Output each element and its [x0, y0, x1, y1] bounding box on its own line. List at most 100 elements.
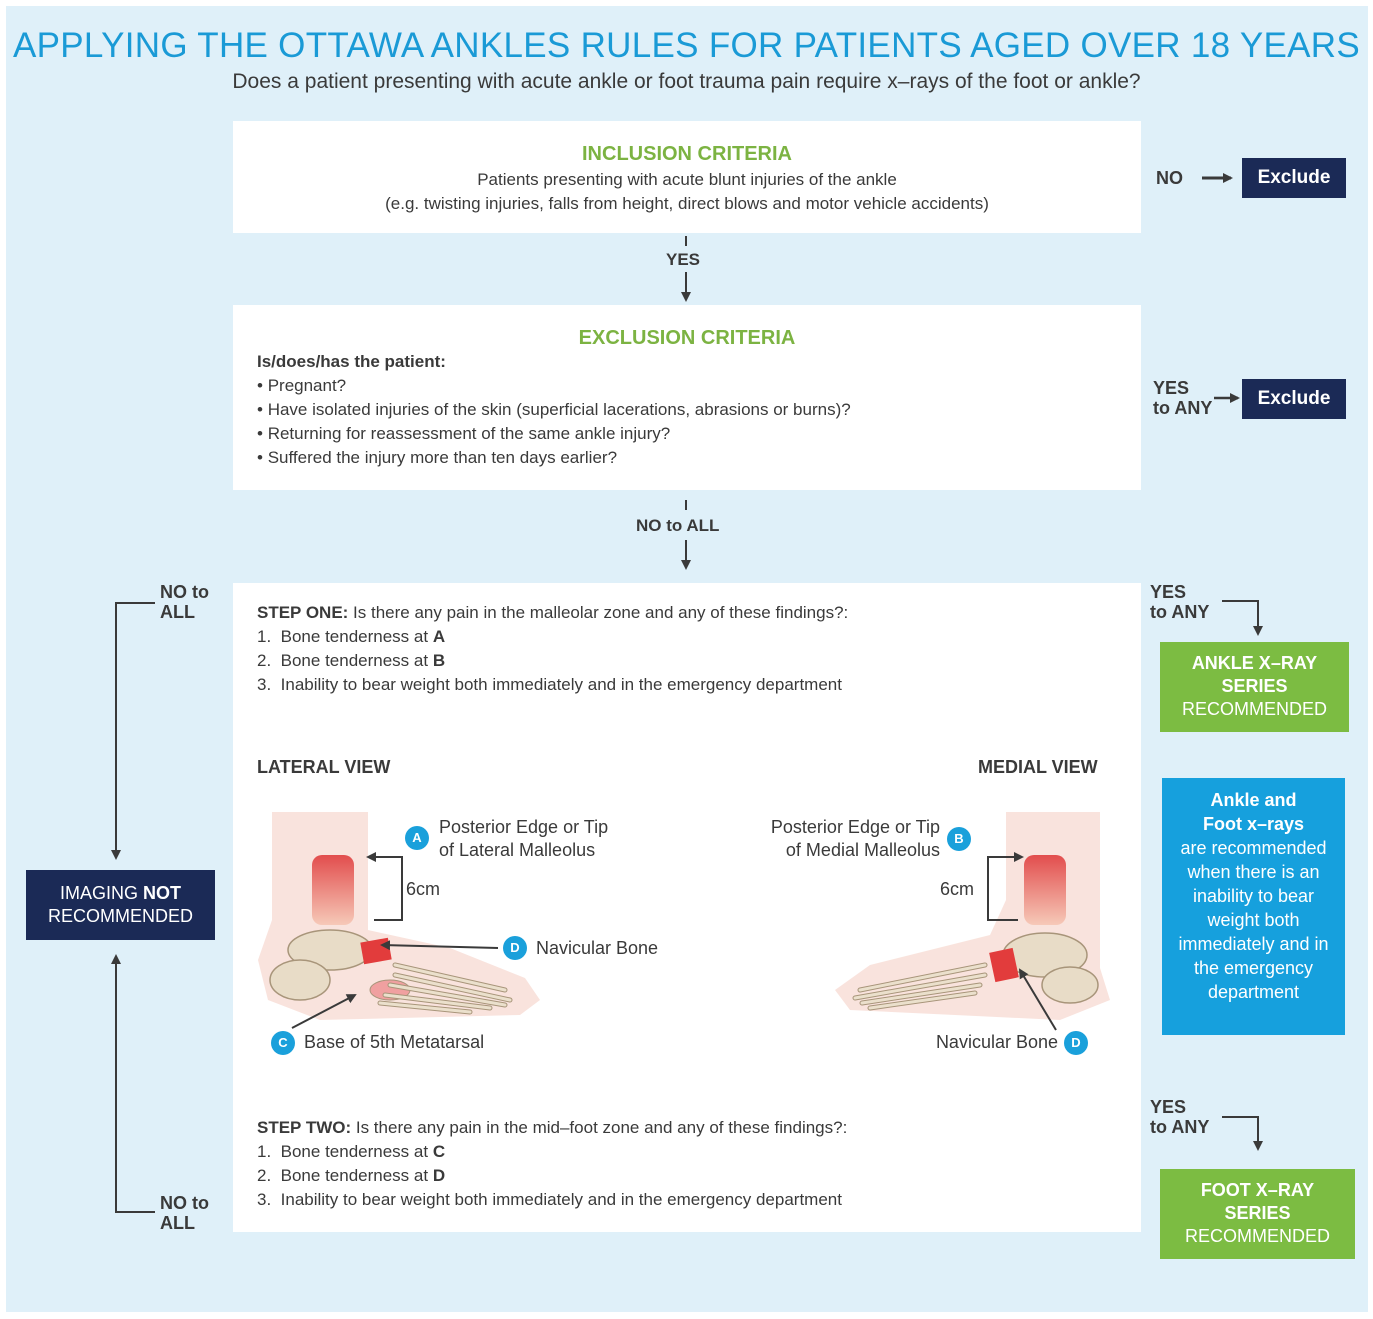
step-one-item: 3. Inability to bear weight both immedia… [257, 673, 1117, 697]
exclusion-yes-line1: YES [1153, 378, 1190, 398]
step-one-item: 2. Bone tenderness at B [257, 649, 1117, 673]
marker-c: C [271, 1031, 295, 1055]
left-no-to-all-top: NO to ALL [160, 582, 209, 622]
lateral-a-line1: Posterior Edge or Tip [439, 817, 609, 837]
left-bottom-line1: NO to [160, 1193, 209, 1213]
step-bold: D [432, 1166, 446, 1185]
exclusion-item: Returning for reassessment of the same a… [257, 422, 1141, 446]
marker-d-medial: D [1064, 1031, 1088, 1055]
marker-b: B [947, 827, 971, 851]
exclusion-item: Pregnant? [257, 374, 1141, 398]
step-bold: B [432, 651, 446, 670]
foot-line3: RECOMMENDED [1184, 1226, 1330, 1246]
lateral-navicular-caption: Navicular Bone [536, 938, 659, 958]
lateral-base5-pointer [291, 994, 357, 1029]
step-one-item: 1. Bone tenderness at A [257, 625, 1117, 649]
arrow-left-top [111, 602, 155, 860]
step-number: 2. [257, 651, 272, 670]
arrow-right-step-two [1222, 1116, 1263, 1151]
right-yes1-line1: YES [1150, 582, 1187, 602]
ankle-line1: ANKLE X–RAY [1191, 653, 1318, 673]
blue-bold2: Foot x–rays [1202, 814, 1305, 834]
blue-bold1: Ankle and [1210, 790, 1297, 810]
exclusion-box: EXCLUSION CRITERIA Is/does/has the patie… [233, 305, 1141, 490]
medial-view-label: MEDIAL VIEW [978, 757, 1098, 777]
right-yes1-line2: to ANY [1150, 602, 1210, 622]
blue-rest: are recommended when there is an inabili… [1178, 838, 1329, 1002]
exclusion-list: Pregnant? Have isolated injuries of the … [257, 374, 1141, 470]
medial-6cm: 6cm [940, 879, 975, 899]
step-two-item: 1. Bone tenderness at C [257, 1140, 1117, 1164]
page-subtitle: Does a patient presenting with acute ank… [232, 70, 1141, 93]
exclusion-prompt: Is/does/has the patient: [257, 352, 446, 371]
imaging-line1: IMAGING NOT [26, 870, 215, 905]
exclusion-item: Suffered the injury more than ten days e… [257, 446, 1141, 470]
right-yes2-line1: YES [1150, 1097, 1187, 1117]
imaging-not-recommended-box: IMAGING NOT RECOMMENDED [26, 870, 215, 940]
step-one-question-line: STEP ONE: Is there any pain in the malle… [257, 601, 1117, 625]
exclusion-yes-line2: to ANY [1153, 398, 1213, 418]
inclusion-no-label: NO [1156, 168, 1183, 188]
lateral-6cm: 6cm [406, 879, 441, 899]
lateral-a-caption: Posterior Edge or Tip of Lateral Malleol… [439, 816, 608, 862]
step-number: 2. [257, 1166, 272, 1185]
imaging-not: NOT [143, 883, 181, 903]
step-bold: C [432, 1142, 446, 1161]
steps-box [233, 583, 1141, 1232]
exclusion-yes-label: YES to ANY [1153, 378, 1212, 418]
step-text: Inability to bear weight both immediatel… [280, 1190, 842, 1209]
right-yes-step-one: YES to ANY [1150, 582, 1209, 622]
step-text: Bone tenderness at [280, 627, 433, 646]
exclusion-heading: EXCLUSION CRITERIA [578, 327, 796, 349]
inclusion-exclude-label: Exclude [1257, 167, 1331, 188]
lateral-6cm-bracket [366, 852, 403, 921]
step-number: 1. [257, 627, 272, 646]
inclusion-exclude-box: Exclude [1242, 158, 1346, 198]
page-title: APPLYING THE OTTAWA ANKLES RULES FOR PAT… [13, 26, 1360, 65]
medial-navicular-pointer [1018, 968, 1057, 1031]
step-one-label: STEP ONE: [257, 603, 349, 622]
step-number: 3. [257, 1190, 272, 1209]
medial-b-line2: of Medial Malleolus [785, 840, 940, 860]
foot-line1: FOOT X–RAY [1200, 1180, 1315, 1200]
step-two: STEP TWO: Is there any pain in the mid–f… [257, 1116, 1117, 1212]
right-yes2-line2: to ANY [1150, 1117, 1210, 1137]
inclusion-box: INCLUSION CRITERIA Patients presenting w… [233, 121, 1141, 233]
exclusion-item: Have isolated injuries of the skin (supe… [257, 398, 1141, 422]
arrow-left-bottom [111, 954, 155, 1213]
left-top-line2: ALL [160, 602, 195, 622]
step-one: STEP ONE: Is there any pain in the malle… [257, 601, 1117, 697]
step-two-item: 2. Bone tenderness at D [257, 1164, 1117, 1188]
step-two-question-line: STEP TWO: Is there any pain in the mid–f… [257, 1116, 1117, 1140]
step-two-label: STEP TWO: [257, 1118, 352, 1137]
imaging-line2: RECOMMENDED [47, 906, 193, 926]
lateral-a-line2: of Lateral Malleolus [439, 840, 596, 860]
step-number: 3. [257, 675, 272, 694]
inclusion-line1: Patients presenting with acute blunt inj… [477, 170, 897, 189]
medial-navicular-caption: Navicular Bone [935, 1032, 1058, 1052]
ankle-line2: SERIES [1221, 676, 1288, 696]
arrow-right-step-one [1222, 600, 1263, 636]
left-top-line1: NO to [160, 582, 209, 602]
foot-xray-box: FOOT X–RAY SERIES RECOMMENDED [1160, 1169, 1355, 1259]
right-yes-step-two: YES to ANY [1150, 1097, 1209, 1137]
ankle-line3: RECOMMENDED [1181, 699, 1327, 719]
step-two-item: 3. Inability to bear weight both immedia… [257, 1188, 1117, 1212]
imaging-text: IMAGING [59, 883, 143, 903]
marker-d-lateral: D [503, 936, 527, 960]
step-two-question: Is there any pain in the mid–foot zone a… [351, 1118, 848, 1137]
ankle-foot-info-box: Ankle and Foot x–rays are recommended wh… [1162, 778, 1345, 1035]
lateral-foot-illustration [258, 812, 540, 1020]
marker-a: A [405, 826, 429, 850]
exclusion-exclude-label: Exclude [1257, 388, 1331, 409]
step-text: Inability to bear weight both immediatel… [280, 675, 842, 694]
lateral-navicular-pointer [380, 940, 499, 951]
inclusion-heading: INCLUSION CRITERIA [582, 143, 792, 165]
medial-b-caption: Posterior Edge or Tip of Medial Malleolu… [700, 816, 940, 862]
medial-6cm-bracket [987, 852, 1024, 921]
foot-line2: SERIES [1224, 1203, 1291, 1223]
step-number: 1. [257, 1142, 272, 1161]
step-text: Bone tenderness at [280, 651, 433, 670]
step-one-question: Is there any pain in the malleolar zone … [348, 603, 849, 622]
